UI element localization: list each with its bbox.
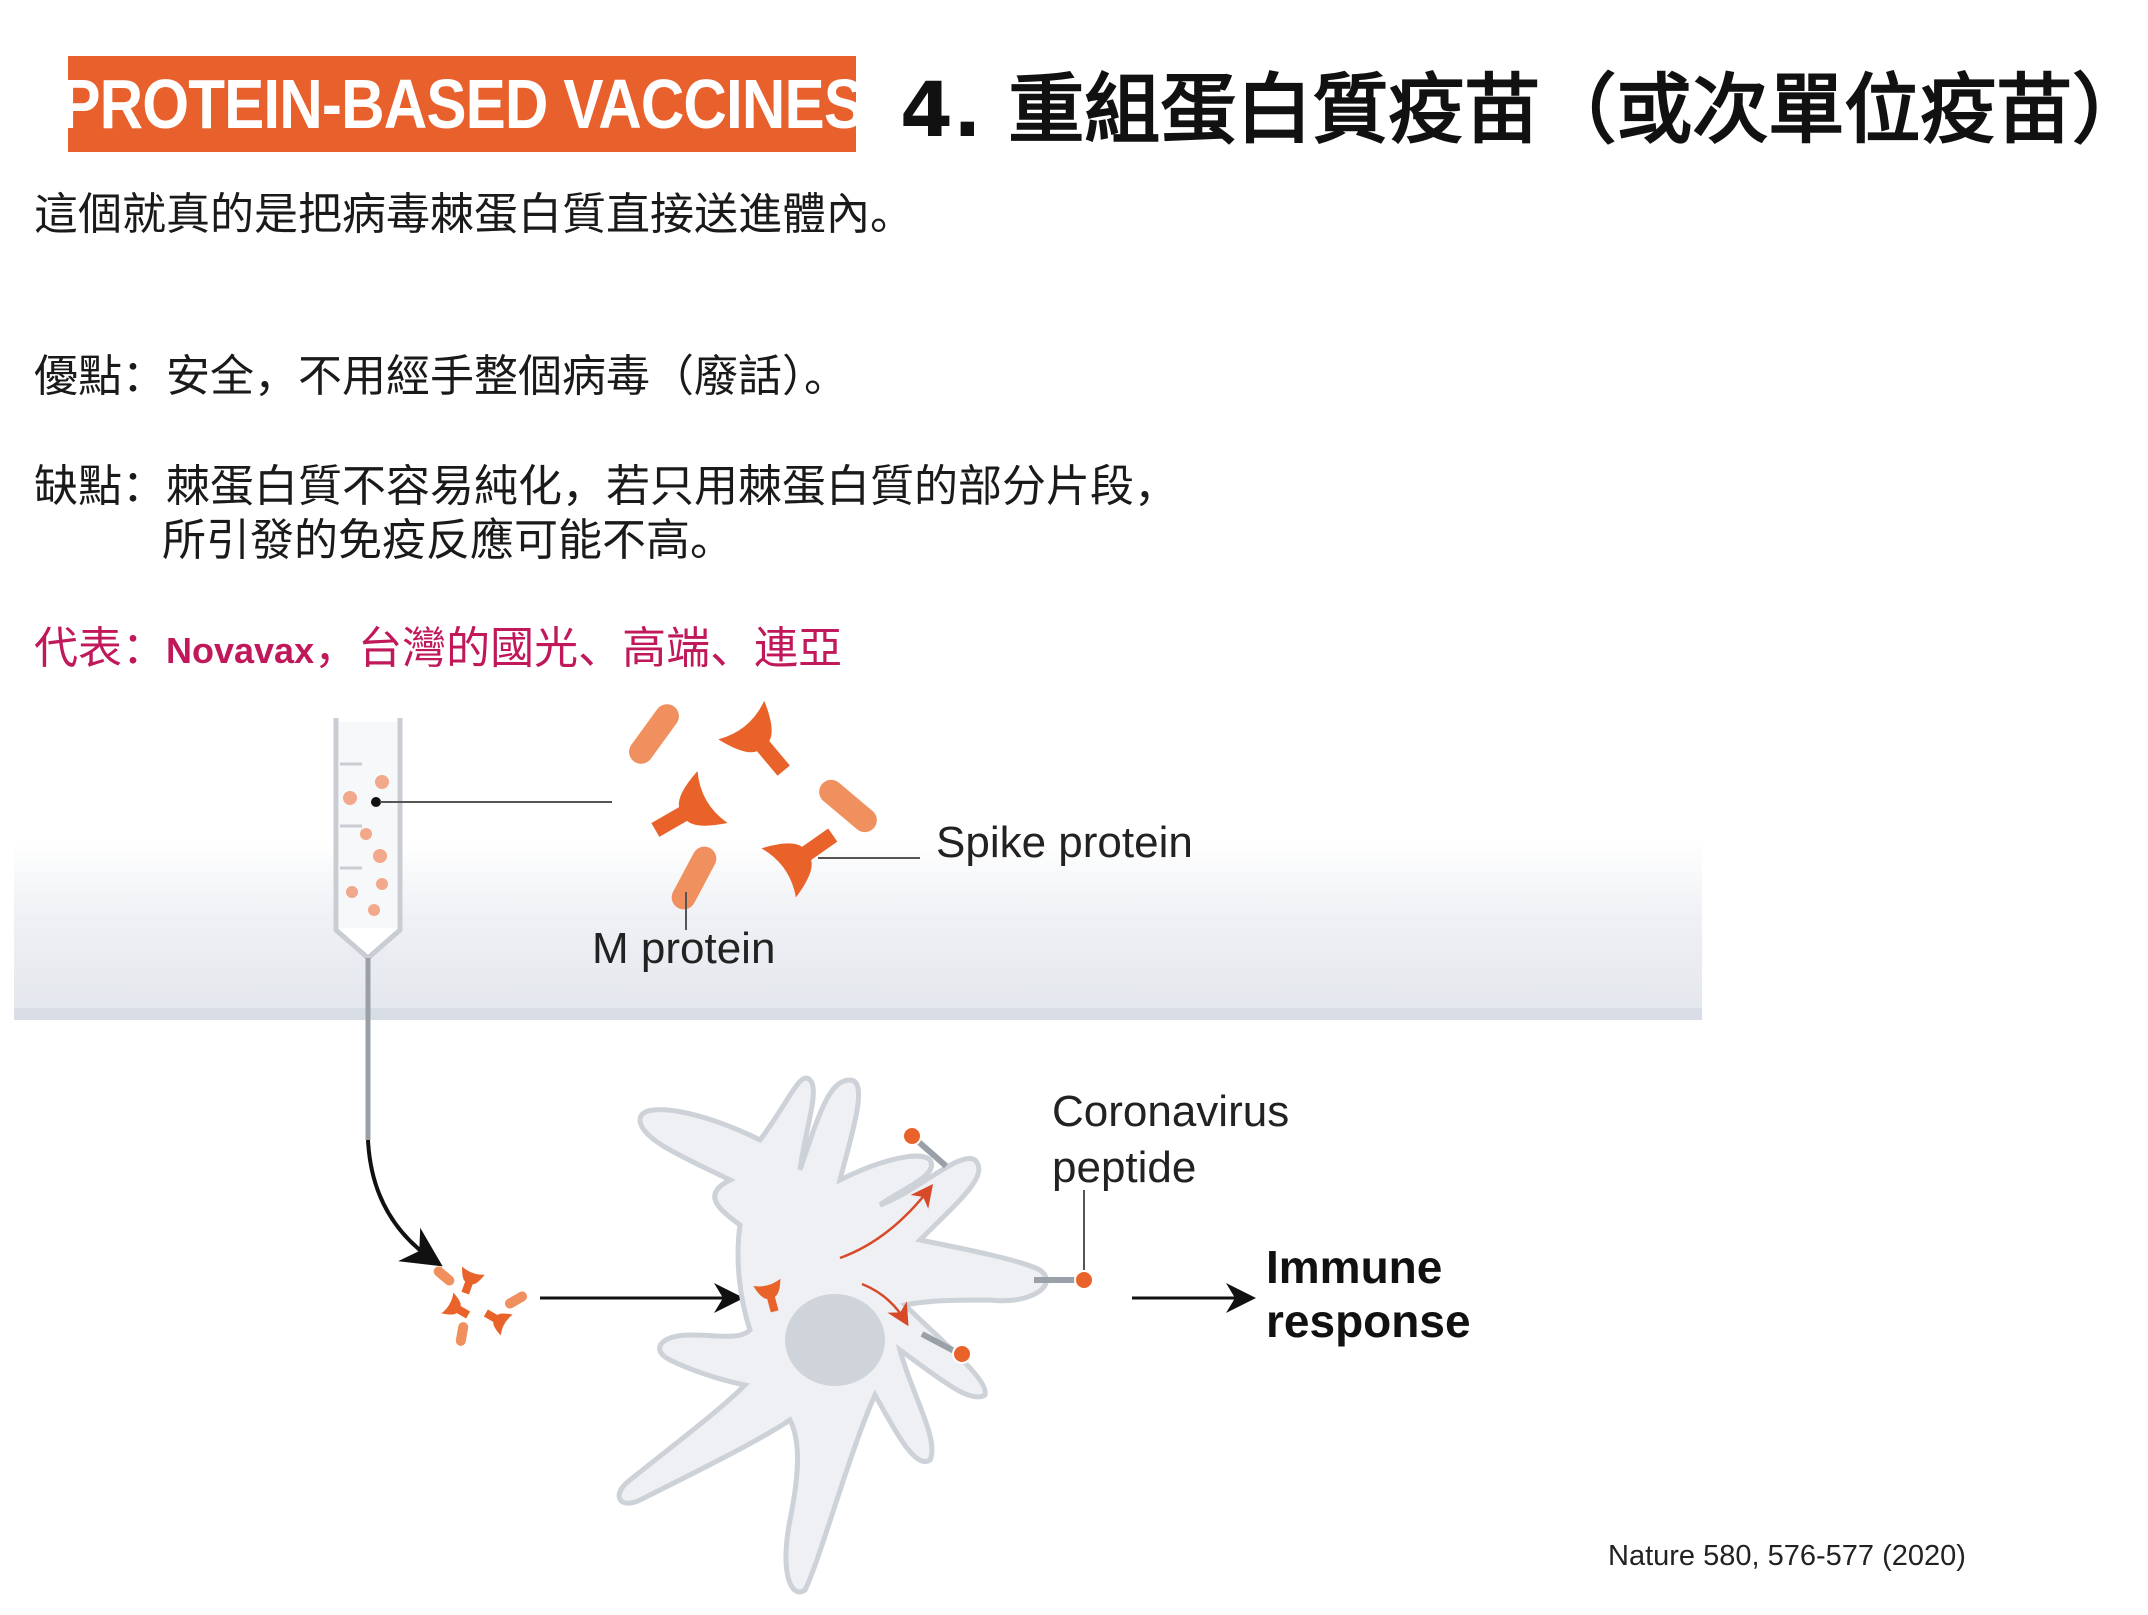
rep-brand: Novavax bbox=[166, 630, 315, 671]
m-protein-icon bbox=[629, 704, 877, 910]
coronavirus-peptide-label: Coronavirus peptide bbox=[1052, 1084, 1289, 1196]
mhc-peptide-right-icon bbox=[1034, 1270, 1094, 1290]
immune-label-line1: Immune bbox=[1266, 1241, 1443, 1293]
rep-prefix: 代表： bbox=[34, 623, 166, 674]
syringe-icon bbox=[333, 718, 403, 1140]
intro-text: 這個就真的是把病毒棘蛋白質直接送進體內。 bbox=[34, 189, 914, 240]
tissue-surface-band bbox=[14, 840, 1702, 1020]
category-badge: PROTEIN-BASED VACCINES bbox=[61, 56, 864, 152]
mhc-peptide-bottom-icon bbox=[920, 1331, 972, 1364]
protein-fragments bbox=[433, 1266, 528, 1346]
rep-rest: ，台灣的國光、高端、連亞 bbox=[314, 623, 843, 674]
spike-protein-icon bbox=[651, 700, 838, 898]
cons-text-line2: 所引發的免疫反應可能不高。 bbox=[162, 515, 734, 566]
cons-text-line1: 缺點：棘蛋白質不容易純化，若只用棘蛋白質的部分片段， bbox=[34, 461, 1178, 512]
tissue-surface-edge bbox=[14, 1008, 1702, 1020]
mhc-peptide-top-icon bbox=[902, 1126, 948, 1169]
internalized-spike-icon bbox=[753, 1278, 781, 1313]
m-protein-label: M protein bbox=[592, 924, 776, 973]
representatives-text: 代表：Novavax，台灣的國光、高端、連亞 bbox=[34, 612, 842, 676]
citation: Nature 580, 576-577 (2020) bbox=[1608, 1540, 1966, 1572]
badge-label: PROTEIN-BASED VACCINES bbox=[60, 65, 865, 143]
injection-arrow bbox=[366, 1139, 443, 1267]
coronavirus-label-line2: peptide bbox=[1052, 1143, 1197, 1192]
protein-cluster bbox=[629, 700, 877, 910]
dendritic-cell bbox=[616, 1075, 1049, 1595]
vaccine-diagram bbox=[333, 700, 1256, 1595]
spike-protein-label: Spike protein bbox=[936, 818, 1193, 867]
immune-label-line2: response bbox=[1266, 1295, 1471, 1347]
processing-arrow-lower bbox=[861, 1282, 909, 1327]
pros-text: 優點：安全，不用經手整個病毒（廢話）。 bbox=[34, 351, 848, 402]
immune-response-label: Immune response bbox=[1266, 1240, 1471, 1348]
page-title: 4. 重組蛋白質疫苗（或次單位疫苗） bbox=[900, 65, 2148, 154]
processing-arrow-upper bbox=[839, 1184, 934, 1260]
coronavirus-label-line1: Coronavirus bbox=[1052, 1087, 1290, 1136]
